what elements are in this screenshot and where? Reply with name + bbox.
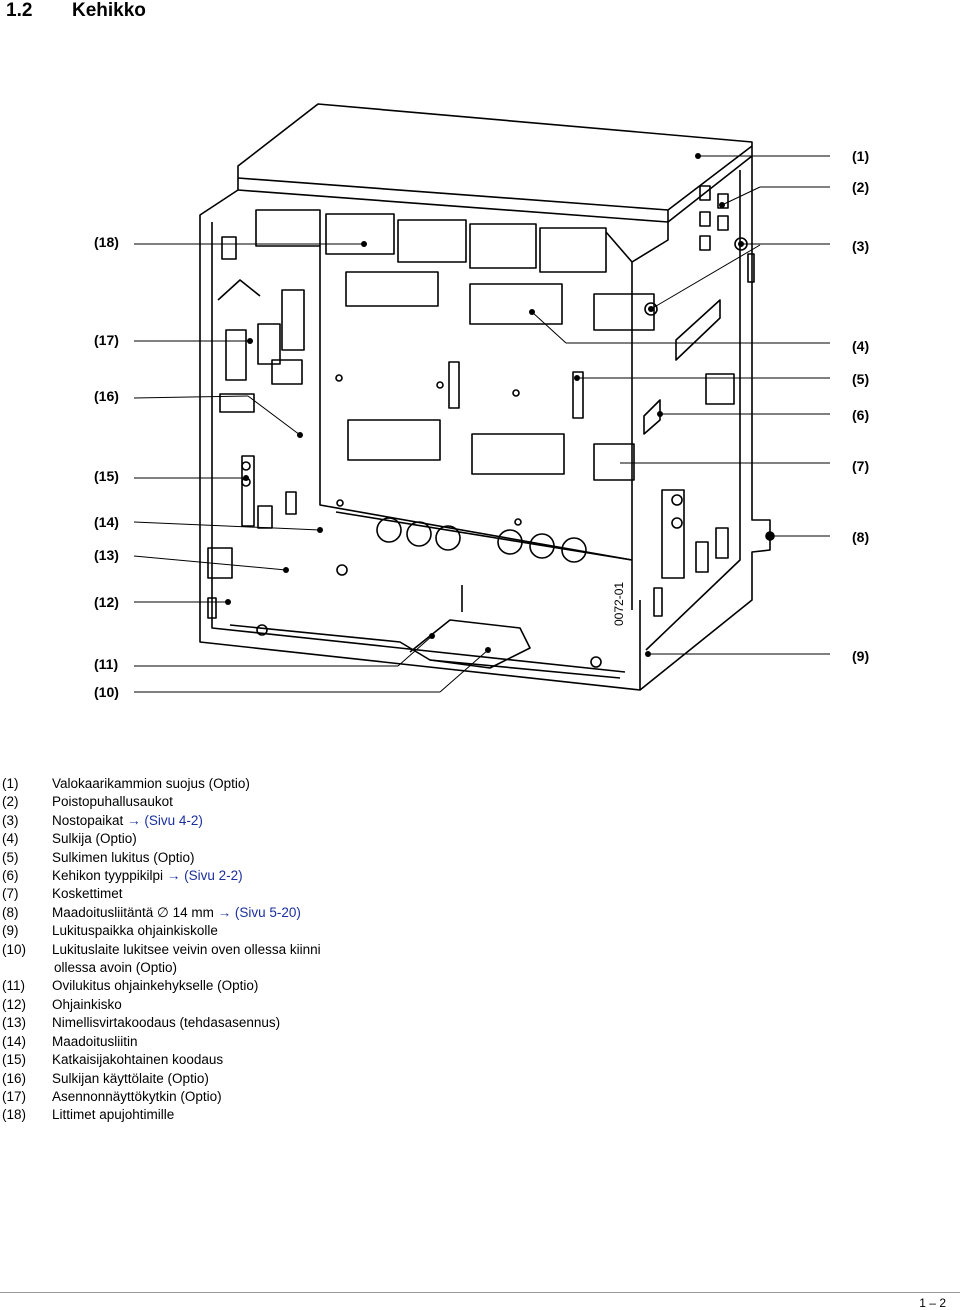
callout-4: (4): [852, 338, 870, 354]
section-number: 1.2: [6, 0, 33, 21]
callout-7: (7): [852, 458, 870, 474]
callout-16: (16): [94, 388, 119, 404]
section-heading: 1.2 Kehikko: [6, 0, 146, 22]
frame-drawing: [133, 103, 830, 693]
arrow-icon: →: [127, 812, 141, 828]
callout-14: (14): [94, 514, 119, 530]
callout-10: (10): [94, 684, 119, 700]
callout-15: (15): [94, 468, 119, 484]
legend-item: (4)Sulkija (Optio): [2, 831, 137, 847]
callout-12: (12): [94, 594, 119, 610]
drawing-code: 0072-01: [612, 581, 626, 626]
legend-item: (12)Ohjainkisko: [2, 996, 122, 1012]
page-number: 1 – 2: [919, 1296, 946, 1310]
callout-9: (9): [852, 648, 870, 664]
callout-17: (17): [94, 332, 119, 348]
legend-item: (11)Ovilukitus ohjainkehykselle (Optio): [2, 978, 259, 994]
callout-8: (8): [852, 529, 870, 545]
legend-list: (1)Valokaarikammion suojus (Optio) (2)Po…: [2, 775, 321, 1125]
legend-item: (15)Katkaisijakohtainen koodaus: [2, 1052, 224, 1068]
legend-item: (10)Lukituslaite lukitsee veivin oven ol…: [2, 941, 321, 957]
page-reference-link[interactable]: (Sivu 5-20): [234, 904, 301, 920]
legend-item: (1)Valokaarikammion suojus (Optio): [2, 776, 250, 791]
arrow-icon: →: [166, 868, 181, 884]
legend-item: (16)Sulkijan käyttölaite (Optio): [2, 1070, 209, 1086]
callout-11: (11): [94, 656, 119, 672]
callout-2: (2): [852, 179, 870, 195]
legend-item: (6)Kehikon tyyppikilpi → (Sivu 2-2): [2, 868, 243, 884]
legend-item-continuation: ollessa avoin (Optio): [54, 960, 178, 976]
legend-item: (14)Maadoitusliitin: [2, 1033, 138, 1049]
footer-divider: [0, 1292, 960, 1293]
callout-5: (5): [852, 371, 870, 387]
callout-13: (13): [94, 547, 119, 563]
legend-item: (13)Nimellisvirtakoodaus (tehdasasennus): [2, 1015, 281, 1031]
legend-item: (9)Lukituspaikka ohjainkiskolle: [2, 923, 218, 939]
page-reference-link[interactable]: (Sivu 2-2): [184, 868, 243, 884]
legend-item: (17)Asennonnäyttökytkin (Optio): [2, 1088, 222, 1104]
callout-18: (18): [94, 234, 119, 250]
legend-item: (3)Nostopaikat → (Sivu 4-2): [2, 812, 203, 828]
legend-item: (18)Littimet apujohtimille: [2, 1107, 175, 1123]
section-title: Kehikko: [72, 0, 146, 21]
callout-6: (6): [852, 407, 870, 423]
legend-item: (5)Sulkimen lukitus (Optio): [2, 849, 195, 865]
arrow-icon: →: [217, 904, 232, 920]
callout-1: (1): [852, 148, 870, 164]
legend-item: (8)Maadoitusliitäntä ∅ 14 mm → (Sivu 5-2…: [2, 904, 301, 920]
callout-3: (3): [852, 238, 870, 254]
legend-item: (2)Poistopuhallusaukot: [2, 794, 173, 810]
legend-item: (7)Koskettimet: [2, 886, 123, 902]
page-reference-link[interactable]: (Sivu 4-2): [144, 812, 203, 828]
